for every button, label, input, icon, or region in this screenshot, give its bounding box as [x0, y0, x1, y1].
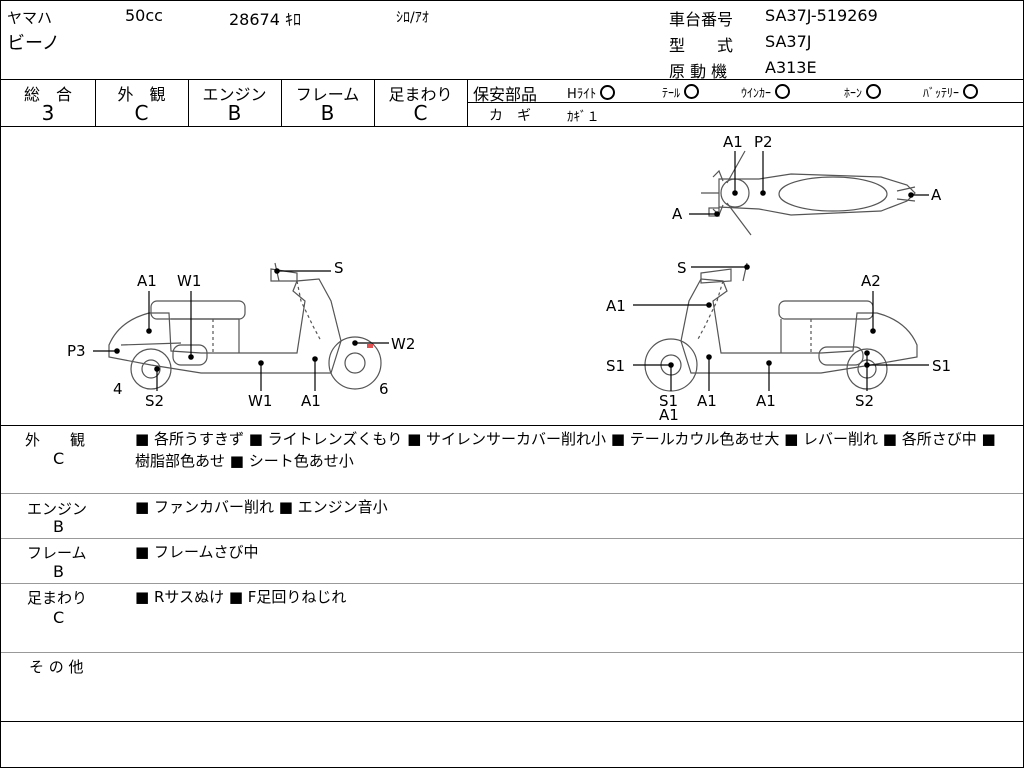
- mileage: 28674 ｷﾛ: [229, 10, 301, 29]
- key-value: ｶｷﾞ１: [567, 110, 600, 125]
- type-label: 型 式: [669, 36, 734, 55]
- label-top-a-left: A: [672, 205, 683, 223]
- remark-other-label: そ の 他: [29, 658, 84, 676]
- safety-item-battery: ﾊﾞｯﾃﾘｰ: [923, 84, 979, 101]
- divider: [1, 126, 1023, 127]
- grade-suspension-label: 足まわり: [388, 85, 453, 104]
- safety-item-horn: ﾎｰﾝ: [844, 84, 882, 101]
- displacement: 50cc: [125, 6, 163, 25]
- frame-no-label: 車台番号: [669, 10, 734, 29]
- divider: [1, 652, 1023, 653]
- grade-frame-label: フレーム: [295, 85, 360, 104]
- divider: [1, 493, 1023, 494]
- label-right-a2: A2: [861, 272, 881, 290]
- divider: [95, 79, 96, 126]
- ok-circle-icon: [866, 84, 882, 99]
- remark-suspension-grade: C: [53, 608, 65, 627]
- scooter-top-view: [701, 150, 916, 236]
- remark-exterior-label: 外 観: [25, 431, 86, 449]
- safety-label: 保安部品: [473, 85, 538, 104]
- divider: [281, 79, 282, 126]
- remark-engine-grade: B: [53, 517, 64, 536]
- label-right-s1b: S1: [932, 357, 951, 375]
- label-right-s2: S2: [855, 392, 874, 410]
- grade-overall-value: 3: [41, 101, 55, 125]
- grade-suspension-value: C: [413, 101, 428, 125]
- grade-frame-value: B: [320, 101, 335, 125]
- label-left-s2: S2: [145, 392, 164, 410]
- divider: [1, 538, 1023, 539]
- label-left-w2: W2: [391, 335, 415, 353]
- divider: [1, 721, 1023, 722]
- divider: [1, 583, 1023, 584]
- remark-suspension-label: 足まわり: [27, 589, 88, 607]
- damage-diagram: A1 P2 A A S A1 W1 P3 W2 4 6 S2 W1 A1 S A…: [67, 133, 951, 424]
- divider: [188, 79, 189, 126]
- maker: ヤマハ: [7, 9, 53, 27]
- label-left-6: 6: [379, 380, 389, 398]
- type-value: SA37J: [765, 32, 812, 51]
- divider: [374, 79, 375, 126]
- remark-exterior-grade: C: [53, 449, 65, 468]
- remark-engine-text: ■ ファンカバー削れ ■ エンジン音小: [135, 498, 388, 516]
- safety-item-headlight: Hﾗｲﾄ: [567, 83, 616, 102]
- label-left-p3: P3: [67, 342, 86, 360]
- label-top-p2: P2: [754, 133, 773, 151]
- grade-overall-label: 総 合: [23, 85, 72, 104]
- safety-item-tail: ﾃｰﾙ: [662, 84, 700, 101]
- grade-engine-label: エンジン: [202, 85, 267, 104]
- label-right-s: S: [677, 259, 687, 277]
- label-right-s1c: S1: [659, 392, 678, 410]
- label-left-w1b: W1: [248, 392, 272, 410]
- label-top-a-right: A: [931, 186, 942, 204]
- ok-circle-icon: [775, 84, 791, 99]
- remark-suspension-text: ■ Rサスぬけ ■ F足回りねじれ: [135, 588, 347, 606]
- label-left-s: S: [334, 259, 344, 277]
- safety-item-winker: ｳｲﾝｶｰ: [741, 84, 791, 101]
- label-left-w1: W1: [177, 272, 201, 290]
- label-right-a1b: A1: [659, 406, 679, 424]
- ok-circle-icon: [963, 84, 979, 99]
- divider: [467, 102, 1023, 103]
- label-right-a1d: A1: [756, 392, 776, 410]
- label-left-a1b: A1: [301, 392, 321, 410]
- label-top-a1: A1: [723, 133, 743, 151]
- label-left-4: 4: [113, 380, 123, 398]
- remark-engine-label: エンジン: [27, 500, 88, 518]
- engine-label: 原 動 機: [669, 62, 728, 81]
- label-right-s1: S1: [606, 357, 625, 375]
- label-right-a1: A1: [606, 297, 626, 315]
- remark-frame-grade: B: [53, 562, 64, 581]
- body-color: ｼﾛ/ｱｵ: [396, 10, 429, 26]
- frame-no: SA37J-519269: [765, 6, 878, 25]
- label-right-a1c: A1: [697, 392, 717, 410]
- remark-frame-label: フレーム: [27, 544, 87, 562]
- model-name: ビーノ: [7, 33, 60, 54]
- grade-exterior-value: C: [134, 101, 149, 125]
- grade-engine-value: B: [227, 101, 242, 125]
- damage-mark: [367, 344, 373, 348]
- remark-frame-text: ■ フレームさび中: [135, 543, 259, 561]
- label-left-a1: A1: [137, 272, 157, 290]
- ok-circle-icon: [600, 85, 616, 100]
- engine-value: A313E: [765, 58, 817, 77]
- divider: [1, 425, 1023, 426]
- ok-circle-icon: [684, 84, 700, 99]
- remark-exterior-text: ■ 各所うすきず ■ ライトレンズくもり ■ サイレンサーカバー削れ小 ■ テー…: [135, 430, 996, 470]
- divider: [1, 79, 1023, 80]
- grade-exterior-label: 外 観: [117, 85, 166, 104]
- divider: [467, 79, 468, 126]
- key-label: カ ギ: [489, 108, 531, 124]
